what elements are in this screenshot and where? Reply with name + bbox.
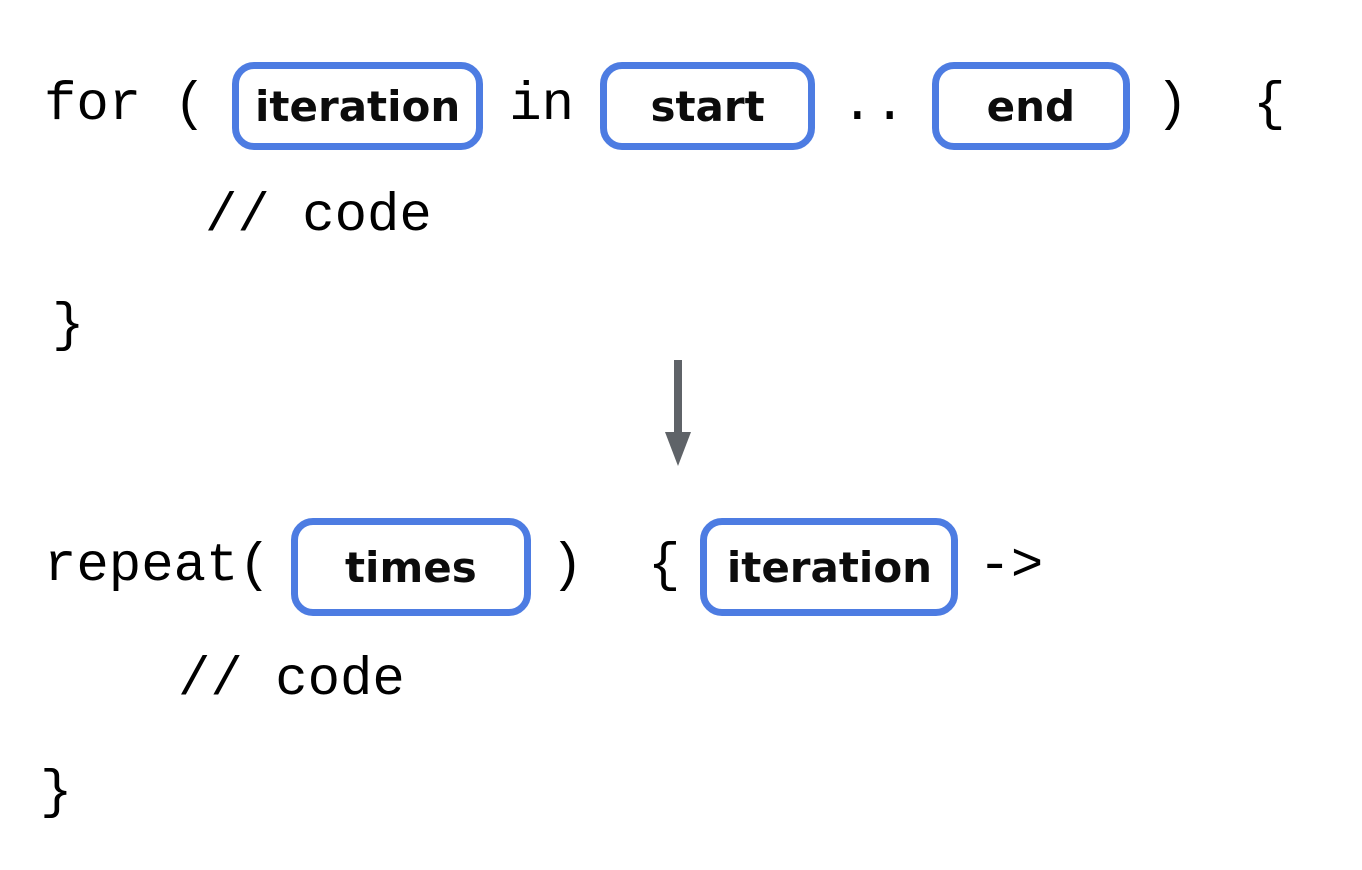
times-slot-label: times xyxy=(344,542,477,592)
for-loop-line: for ( iteration in start .. end ) { xyxy=(44,58,1286,154)
repeat-closing-brace: } xyxy=(40,763,73,824)
for-close-paren-brace-text: ) { xyxy=(1155,74,1286,136)
in-keyword-text: in xyxy=(509,74,575,136)
iteration-slot-box: iteration xyxy=(232,62,484,150)
iteration-slot-label: iteration xyxy=(255,81,461,131)
end-slot-label: end xyxy=(986,81,1076,131)
end-slot-box: end xyxy=(931,62,1130,150)
iteration-param-slot-box: iteration xyxy=(700,518,959,616)
down-arrow-head xyxy=(665,432,691,466)
for-keyword-text: for ( xyxy=(44,74,207,136)
lambda-arrow-text: -> xyxy=(978,535,1044,597)
repeat-keyword-text: repeat( xyxy=(44,535,271,597)
iteration-param-slot-label: iteration xyxy=(726,542,933,592)
range-operator-text: .. xyxy=(841,74,906,136)
start-slot-label: start xyxy=(650,81,765,131)
repeat-paren-brace-text: ) { xyxy=(550,535,681,597)
for-body-comment: // code xyxy=(205,186,432,247)
times-slot-box: times xyxy=(290,518,531,616)
down-arrow-shaft xyxy=(674,360,682,434)
for-closing-brace: } xyxy=(52,296,85,357)
start-slot-box: start xyxy=(600,62,816,150)
repeat-body-comment: // code xyxy=(178,650,405,711)
repeat-line: repeat( times ) { iteration -> xyxy=(44,515,1043,619)
down-arrow-icon xyxy=(665,360,691,466)
